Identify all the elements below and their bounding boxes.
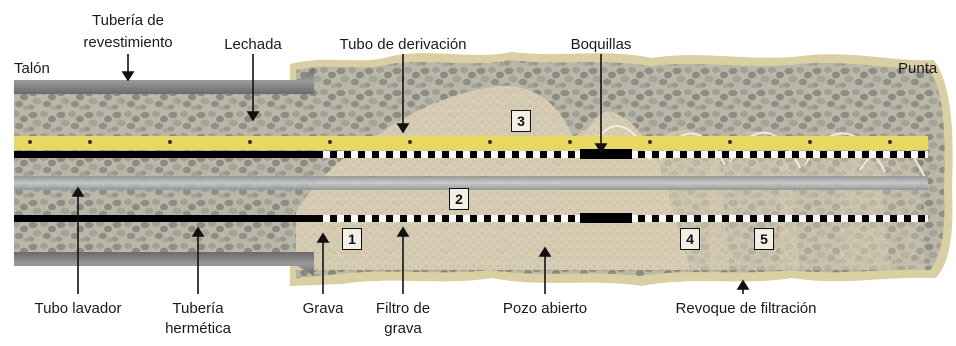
shunt-tube: [14, 136, 928, 150]
label-washpipe: Tubo lavador: [35, 300, 122, 317]
nozzle-top: [580, 149, 632, 159]
blank-pipe-top: [14, 151, 316, 158]
washpipe: [14, 176, 928, 190]
label-gravel: Grava: [303, 300, 344, 317]
label-filter-cake: Revoque de filtración: [676, 300, 817, 317]
label-nozzles: Boquillas: [571, 36, 632, 53]
label-blank-pipe-line2: hermética: [165, 320, 231, 337]
label-screen-line1: Filtro de: [376, 300, 430, 317]
label-open-hole: Pozo abierto: [503, 300, 587, 317]
casing-bottom: [14, 252, 314, 276]
marker-1: 1: [342, 228, 362, 250]
casing-top: [14, 68, 314, 94]
marker-5: 5: [754, 228, 774, 250]
slurry: [14, 84, 314, 262]
marker-2: 2: [449, 188, 469, 210]
label-heel: Talón: [14, 60, 50, 77]
label-toe: Punta: [898, 60, 937, 77]
label-casing-line2: revestimiento: [83, 34, 172, 51]
label-shunt-tube: Tubo de derivación: [339, 36, 466, 53]
label-screen-line2: grava: [384, 320, 422, 337]
label-slurry: Lechada: [224, 36, 282, 53]
label-blank-pipe-line1: Tubería: [172, 300, 223, 317]
marker-4: 4: [680, 228, 700, 250]
nozzle-bottom: [580, 213, 632, 223]
blank-pipe-bottom: [14, 215, 316, 222]
marker-3: 3: [511, 110, 531, 132]
label-casing-line1: Tubería de: [92, 12, 164, 29]
